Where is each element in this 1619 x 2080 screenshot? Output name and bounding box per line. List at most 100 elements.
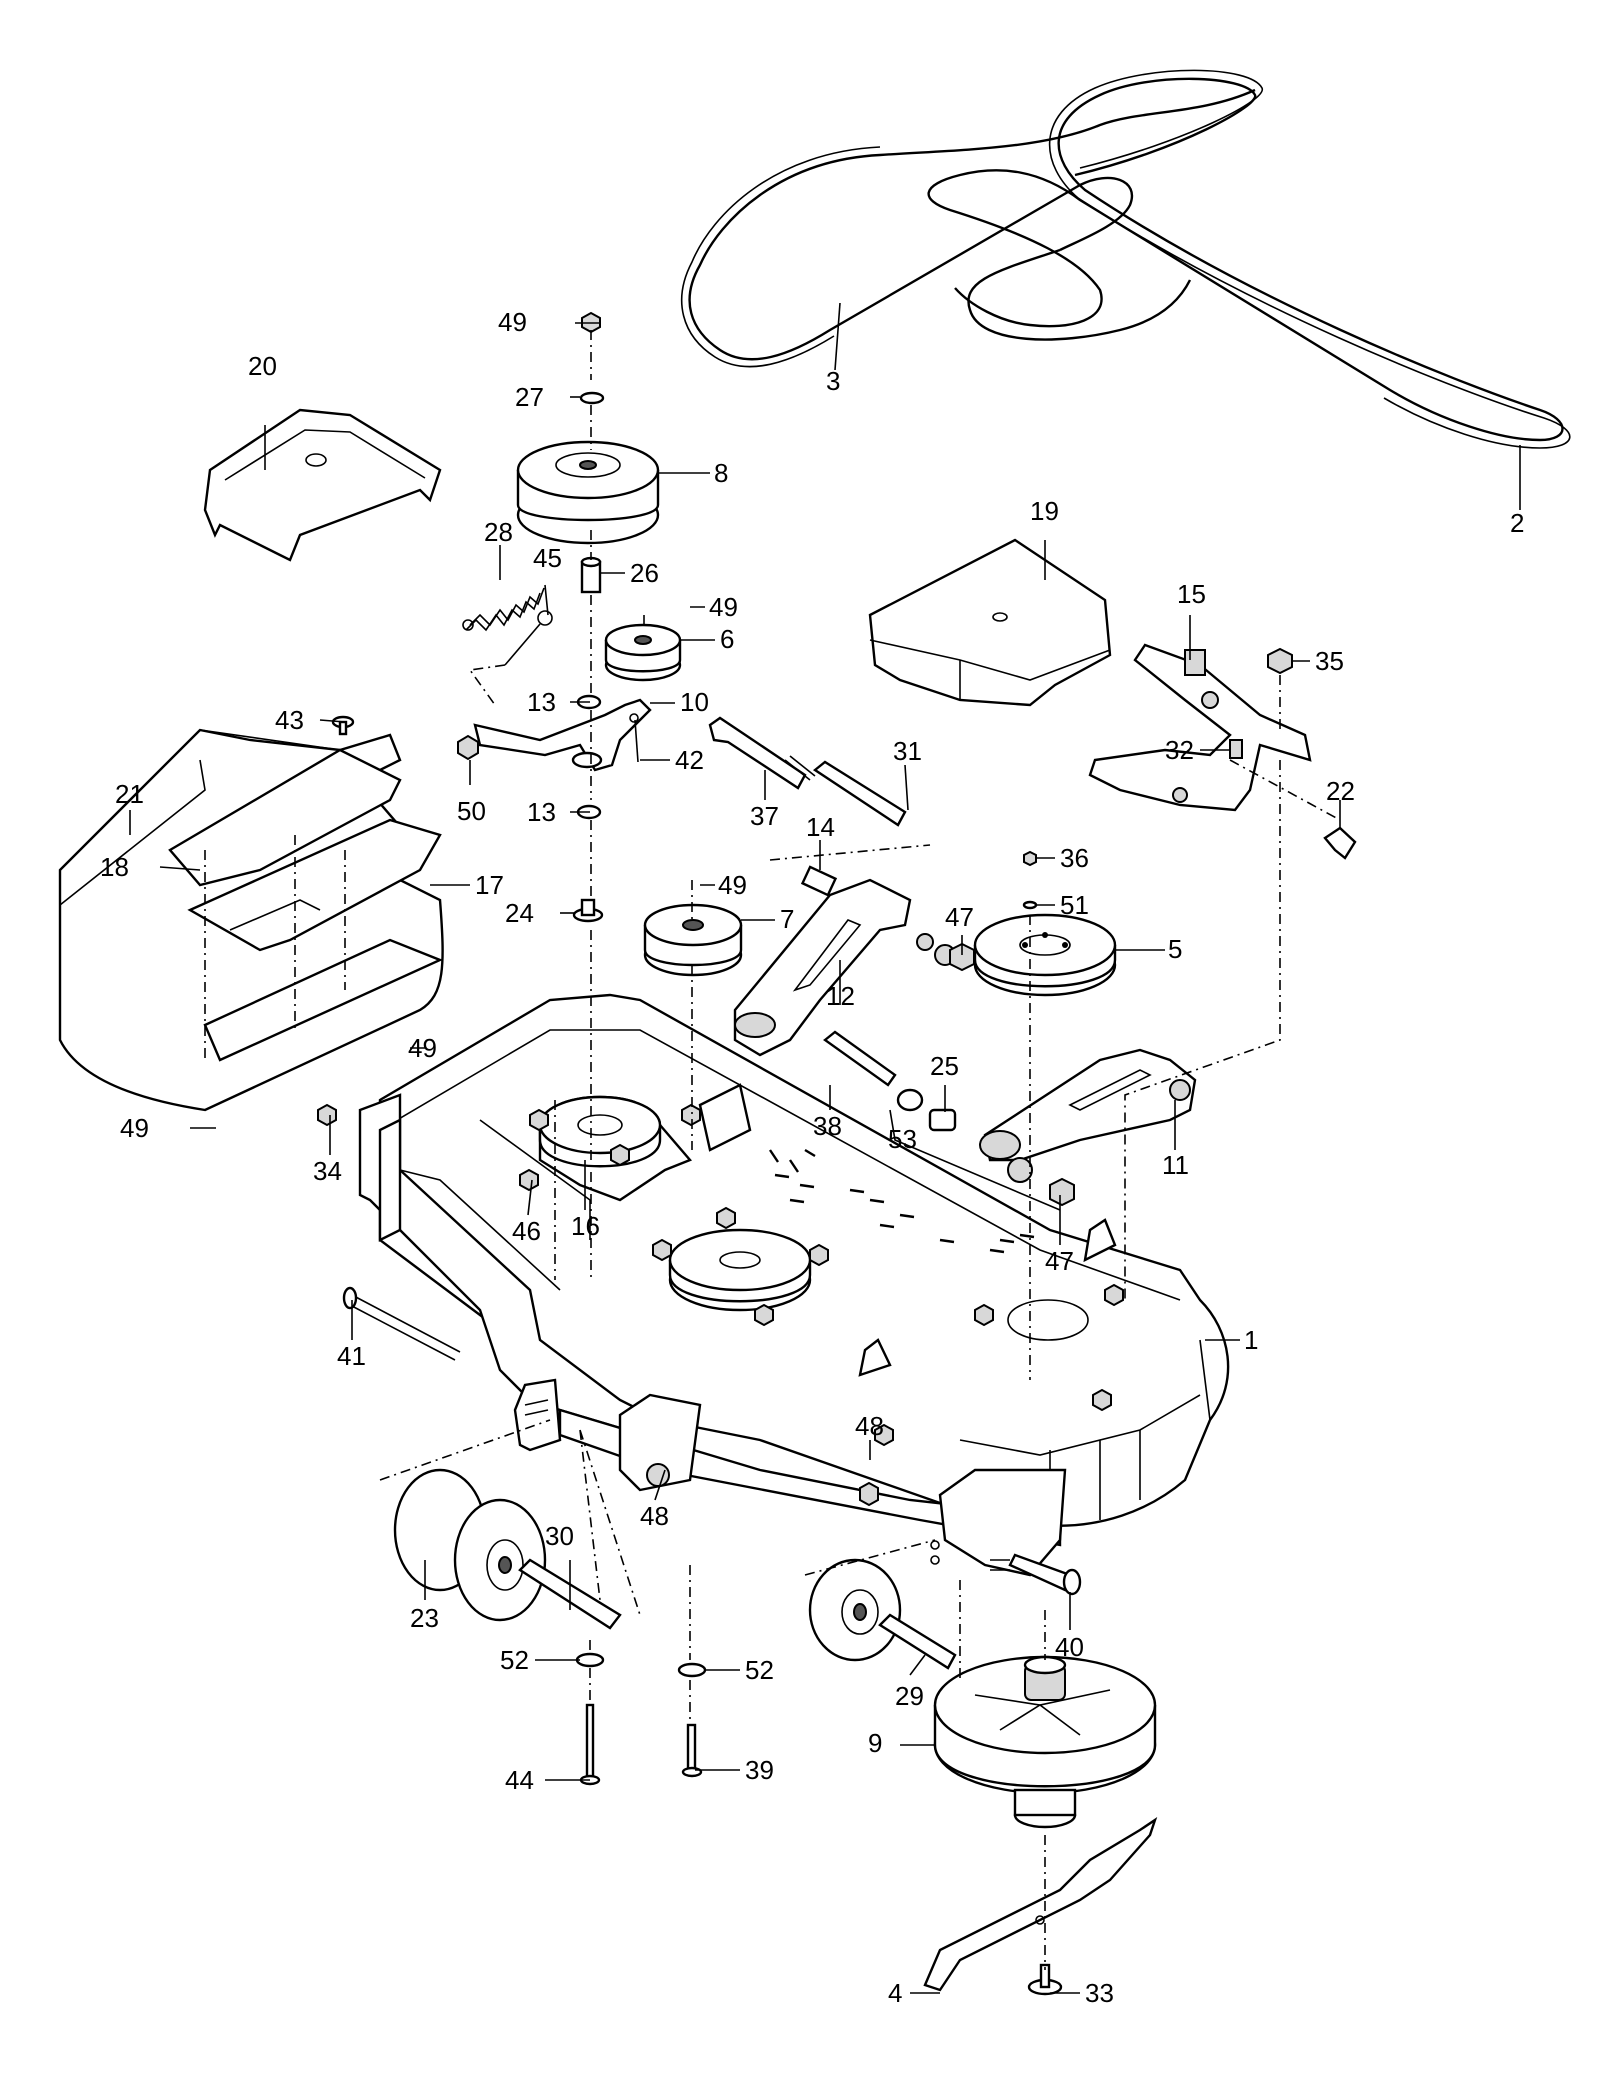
callout-43: 43 [275, 705, 304, 735]
tension-arm-lower [979, 1048, 1197, 1162]
callout-47b: 47 [1045, 1246, 1074, 1276]
callout-48a: 48 [855, 1411, 884, 1441]
callout-49b: 49 [709, 592, 738, 622]
belt-cover-left [58, 728, 444, 1112]
callout-7: 7 [780, 904, 794, 934]
callout-39: 39 [745, 1755, 774, 1785]
callout-22: 22 [1326, 776, 1355, 806]
rivet-43 [331, 715, 355, 736]
callout-48b: 48 [640, 1501, 669, 1531]
callout-45: 45 [533, 543, 562, 573]
callout-10: 10 [680, 687, 709, 717]
callout-32: 32 [1165, 735, 1194, 765]
bolt-36 [1023, 850, 1037, 867]
callout-46: 46 [512, 1216, 541, 1246]
callout-52a: 52 [500, 1645, 529, 1675]
hitch-bracket-right [930, 1468, 1067, 1577]
pin-41 [342, 1286, 461, 1361]
callout-8: 8 [714, 458, 728, 488]
callout-35: 35 [1315, 646, 1344, 676]
washer-52-left [575, 1652, 605, 1668]
callout-49d: 49 [408, 1033, 437, 1063]
callout-42: 42 [675, 745, 704, 775]
callout-6: 6 [720, 624, 734, 654]
callout-34: 34 [313, 1156, 342, 1186]
sleeve [812, 760, 907, 827]
belt-short [680, 88, 1256, 368]
tension-arm-upper [733, 878, 956, 1057]
double-pulley [516, 440, 660, 545]
callout-12: 12 [826, 981, 855, 1011]
callout-49c: 49 [718, 870, 747, 900]
washer-53 [896, 1088, 924, 1112]
callout-23: 23 [410, 1603, 439, 1633]
spindle-housing [933, 1655, 1157, 1829]
callout-4: 4 [888, 1978, 902, 2008]
callout-9: 9 [868, 1728, 882, 1758]
callout-49e: 49 [120, 1113, 149, 1143]
callout-18: 18 [100, 852, 129, 882]
gauge-wheel-left [393, 1468, 547, 1622]
bolt-39 [681, 1723, 703, 1778]
nut-48 [859, 1481, 879, 1507]
bolt-34 [317, 1103, 337, 1127]
callout-51: 51 [1060, 890, 1089, 920]
callout-19: 19 [1030, 496, 1059, 526]
belt-cover-top [203, 408, 442, 562]
callout-27: 27 [515, 382, 544, 412]
callout-53: 53 [888, 1124, 917, 1154]
bolt-42 [629, 713, 639, 763]
callout-30: 30 [545, 1521, 574, 1551]
blade [923, 1817, 1158, 1992]
callout-17: 17 [475, 870, 504, 900]
callout-41: 41 [337, 1341, 366, 1371]
nut-50 [457, 734, 479, 761]
center-spindle-pulley [652, 1206, 829, 1327]
callout-31: 31 [893, 736, 922, 766]
callout-2: 2 [1510, 508, 1524, 538]
callout-3: 3 [826, 366, 840, 396]
washer-51 [1022, 900, 1038, 910]
shoulder-bolt-38 [823, 1030, 897, 1087]
leader-lines [129, 302, 1521, 1994]
idler-arm [473, 698, 652, 772]
callout-40: 40 [1055, 1632, 1084, 1662]
belt-cover-right [868, 538, 1112, 707]
callout-5: 5 [1168, 934, 1182, 964]
callout-11: 11 [1162, 1150, 1189, 1180]
hitch-bracket-center [618, 1393, 702, 1492]
callout-29: 29 [895, 1681, 924, 1711]
centerlines [204, 330, 1341, 1970]
bushing-25 [928, 1108, 957, 1132]
nut-47-lower [1007, 1157, 1075, 1207]
callout-24: 24 [505, 898, 534, 928]
callout-26: 26 [630, 558, 659, 588]
axle-right [878, 1613, 957, 1670]
bolt-35 [1267, 647, 1293, 730]
gauge-wheel-right [808, 1558, 902, 1662]
idler-pulley-mid [643, 903, 743, 977]
idler-pulley-small [604, 623, 682, 682]
callout-49a: 49 [498, 307, 527, 337]
callout-25: 25 [930, 1051, 959, 1081]
callout-33: 33 [1085, 1978, 1114, 2008]
washer-27 [579, 391, 605, 405]
callout-14: 14 [806, 812, 835, 842]
callout-1: 1 [1244, 1325, 1258, 1355]
callout-15: 15 [1177, 579, 1206, 609]
callout-47a: 47 [945, 902, 974, 932]
callout-labels: 1 2 3 4 5 6 7 8 9 10 11 12 13 13 14 15 1… [100, 307, 1524, 2008]
eyebolt [504, 610, 553, 666]
callout-38: 38 [813, 1111, 842, 1141]
bolt-44 [579, 1703, 601, 1786]
callout-44: 44 [505, 1765, 534, 1795]
callout-52b: 52 [745, 1655, 774, 1685]
callout-28: 28 [484, 517, 513, 547]
callout-13b: 13 [527, 797, 556, 827]
washer-52-right [677, 1662, 707, 1678]
callout-21: 21 [115, 779, 144, 809]
callout-16: 16 [571, 1211, 600, 1241]
callout-50: 50 [457, 796, 486, 826]
bolt-46 [519, 1168, 539, 1192]
blade-bolt [1027, 1963, 1063, 1996]
